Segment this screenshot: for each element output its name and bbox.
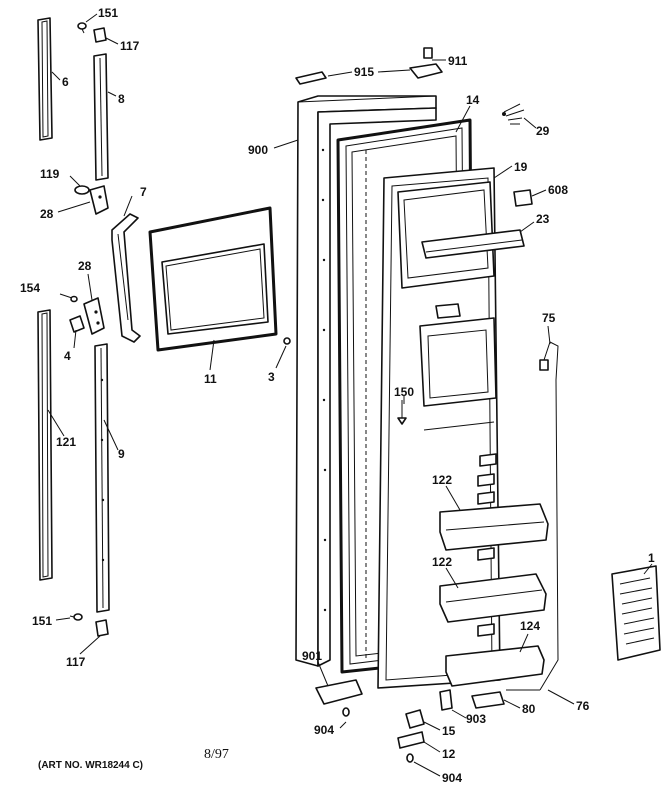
part-904-screw-b bbox=[406, 753, 414, 763]
part-15-bracket bbox=[405, 709, 425, 729]
callout-28-lower: 28 bbox=[78, 259, 92, 273]
callout-119: 119 bbox=[40, 167, 60, 181]
part-1-owners-manual bbox=[611, 565, 661, 661]
callout-151-top: 151 bbox=[98, 6, 118, 20]
callout-904-b: 904 bbox=[442, 771, 462, 785]
part-117-bushing-top bbox=[93, 27, 107, 43]
part-28-hinge-lower bbox=[83, 297, 105, 335]
callout-14: 14 bbox=[466, 93, 480, 107]
part-117-bushing-bottom bbox=[95, 619, 109, 637]
part-12-hinge-pin bbox=[397, 731, 425, 749]
part-4-cam bbox=[69, 315, 85, 333]
callout-11: 11 bbox=[204, 372, 217, 386]
callout-75: 75 bbox=[542, 311, 556, 325]
part-19-door-liner bbox=[377, 167, 501, 689]
callout-76: 76 bbox=[576, 699, 590, 713]
part-122-door-bin-lower bbox=[439, 573, 547, 623]
callout-903: 903 bbox=[466, 712, 486, 726]
callout-915: 915 bbox=[354, 65, 374, 79]
callout-6: 6 bbox=[62, 75, 69, 89]
callout-12: 12 bbox=[442, 747, 456, 761]
callout-80: 80 bbox=[522, 702, 536, 716]
callout-154: 154 bbox=[20, 281, 40, 295]
callout-121: 121 bbox=[56, 435, 76, 449]
part-122-door-bin-upper bbox=[439, 503, 549, 551]
callout-911: 911 bbox=[448, 54, 468, 68]
part-151-screw-top bbox=[77, 22, 87, 34]
callout-7: 7 bbox=[140, 185, 147, 199]
callout-117-bottom: 117 bbox=[66, 655, 86, 669]
part-3-screw bbox=[283, 337, 291, 345]
part-911-bracket bbox=[409, 47, 443, 79]
callout-19: 19 bbox=[514, 160, 528, 174]
part-23-dairy-shelf bbox=[421, 229, 525, 259]
part-9-hinge-bar bbox=[94, 343, 110, 613]
part-8-hinge-bar bbox=[93, 53, 109, 181]
part-903-bushing bbox=[439, 689, 453, 711]
part-75-tube bbox=[539, 341, 559, 691]
part-151-screw-bottom bbox=[69, 613, 83, 621]
callout-900: 900 bbox=[248, 143, 268, 157]
part-904-screw-a bbox=[342, 707, 350, 717]
callout-15: 15 bbox=[442, 724, 456, 738]
part-6-trim-strip bbox=[37, 17, 53, 141]
part-28-hinge-upper bbox=[89, 185, 109, 215]
part-915-cap bbox=[295, 71, 327, 85]
callout-901: 901 bbox=[302, 649, 322, 663]
callout-151-bottom: 151 bbox=[32, 614, 52, 628]
callout-28-upper: 28 bbox=[40, 207, 54, 221]
part-124-bottom-bin bbox=[445, 645, 545, 687]
callout-150: 150 bbox=[394, 385, 414, 399]
revision-date: 8/97 bbox=[204, 747, 229, 762]
part-608-switch bbox=[513, 189, 533, 207]
callout-1: 1 bbox=[648, 551, 655, 565]
callout-117-top: 117 bbox=[120, 39, 140, 53]
callout-8: 8 bbox=[118, 92, 125, 106]
part-80-connector bbox=[471, 691, 505, 709]
callout-29: 29 bbox=[536, 124, 550, 138]
part-121-trim-strip bbox=[37, 309, 53, 581]
callout-904-a: 904 bbox=[314, 723, 334, 737]
part-154-screw bbox=[59, 293, 78, 303]
door-edge-holes bbox=[321, 148, 327, 612]
part-7-door-handle bbox=[111, 213, 141, 343]
part-29-wire-harness bbox=[502, 103, 525, 125]
part-901-hinge-cover bbox=[315, 679, 363, 705]
leader-lines bbox=[47, 13, 653, 777]
callout-4: 4 bbox=[64, 349, 71, 363]
callout-122-upper: 122 bbox=[432, 473, 452, 487]
callout-3: 3 bbox=[268, 370, 275, 384]
callout-124: 124 bbox=[520, 619, 540, 633]
callout-608: 608 bbox=[548, 183, 568, 197]
callout-122-lower: 122 bbox=[432, 555, 452, 569]
part-900-door-outer bbox=[295, 95, 437, 667]
part-150-clip bbox=[397, 400, 407, 425]
callout-9: 9 bbox=[118, 447, 125, 461]
art-number: (ART NO. WR18244 C) bbox=[38, 760, 143, 771]
part-119-shim bbox=[74, 185, 90, 195]
callout-23: 23 bbox=[536, 212, 550, 226]
part-11-dispenser-frame bbox=[148, 206, 278, 352]
